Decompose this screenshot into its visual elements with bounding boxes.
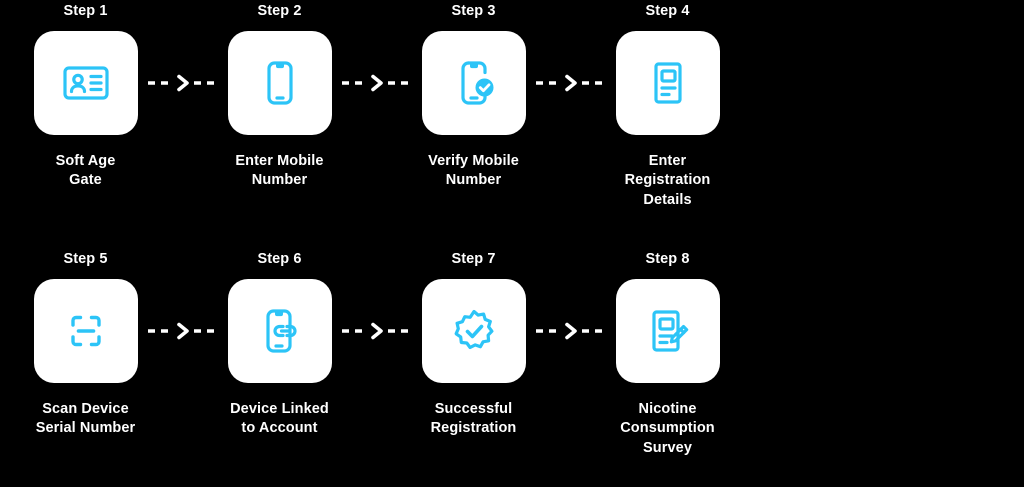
survey-pencil-icon bbox=[641, 304, 695, 358]
step-icon-card[interactable] bbox=[615, 278, 720, 383]
step-icon-card[interactable] bbox=[33, 278, 138, 383]
step-title: Verify Mobile Number bbox=[428, 152, 519, 189]
step-icon-card[interactable] bbox=[421, 278, 526, 383]
step-title: Enter Registration Details bbox=[624, 152, 711, 208]
flow-connector-arrow bbox=[526, 279, 615, 383]
step-number-label: Step 7 bbox=[451, 251, 496, 267]
flow-connector-arrow bbox=[138, 279, 227, 383]
registration-form-icon bbox=[641, 56, 695, 110]
mobile-phone-icon bbox=[253, 56, 307, 110]
mobile-phone-check-icon bbox=[447, 56, 501, 110]
step-title: Successful Registration bbox=[430, 400, 517, 437]
flow-step-4[interactable]: Step 4 Enter Registration Details bbox=[615, 4, 720, 210]
flow-step-8[interactable]: Step 8 Nicotine Consumption Survey bbox=[615, 252, 720, 458]
flow-connector-arrow bbox=[526, 31, 615, 135]
step-number-label: Step 6 bbox=[257, 251, 302, 267]
step-icon-card[interactable] bbox=[421, 30, 526, 135]
step-icon-card[interactable] bbox=[227, 30, 332, 135]
id-card-icon bbox=[59, 56, 113, 110]
step-icon-card[interactable] bbox=[615, 30, 720, 135]
flow-step-2[interactable]: Step 2 Enter Mobile Number bbox=[227, 4, 332, 191]
step-title: Device Linked to Account bbox=[230, 400, 329, 437]
flow-connector-arrow bbox=[332, 31, 421, 135]
verified-badge-check-icon bbox=[447, 304, 501, 358]
flow-row-2: Step 5 Scan Device Serial Number bbox=[0, 252, 760, 482]
step-number-label: Step 4 bbox=[645, 3, 690, 19]
barcode-scan-icon bbox=[59, 304, 113, 358]
step-number-label: Step 5 bbox=[63, 251, 108, 267]
flow-connector-arrow bbox=[332, 279, 421, 383]
flow-step-5[interactable]: Step 5 Scan Device Serial Number bbox=[33, 252, 138, 439]
step-number-label: Step 8 bbox=[645, 251, 690, 267]
step-title: Soft Age Gate bbox=[55, 152, 116, 189]
step-title: Enter Mobile Number bbox=[235, 152, 324, 189]
step-icon-card[interactable] bbox=[33, 30, 138, 135]
step-number-label: Step 3 bbox=[451, 3, 496, 19]
flow-connector-arrow bbox=[138, 31, 227, 135]
mobile-phone-link-icon bbox=[253, 304, 307, 358]
flow-row-1: Step 1 Soft Age Gate bbox=[0, 4, 760, 234]
flow-step-7[interactable]: Step 7 Successful Registration bbox=[421, 252, 526, 439]
step-icon-card[interactable] bbox=[227, 278, 332, 383]
step-title: Nicotine Consumption Survey bbox=[620, 400, 715, 456]
step-number-label: Step 1 bbox=[63, 3, 108, 19]
step-number-label: Step 2 bbox=[257, 3, 302, 19]
step-title: Scan Device Serial Number bbox=[35, 400, 136, 437]
flow-step-6[interactable]: Step 6 Device Linked to Account bbox=[227, 252, 332, 439]
flow-step-1[interactable]: Step 1 Soft Age Gate bbox=[33, 4, 138, 191]
flow-step-3[interactable]: Step 3 Verify Mobile Number bbox=[421, 4, 526, 191]
